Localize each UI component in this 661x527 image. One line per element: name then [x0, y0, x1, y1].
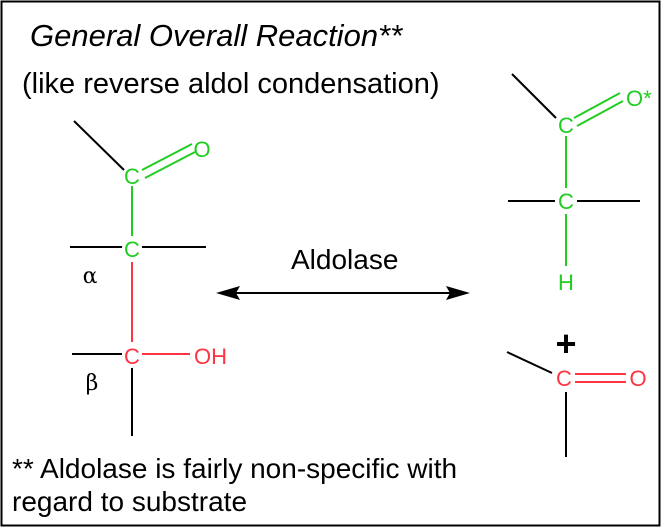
product-enol-molecule: C O* C H: [508, 73, 652, 295]
enzyme-label: Aldolase: [291, 244, 399, 275]
alpha-label: α: [83, 264, 98, 289]
product2-left-bond: [506, 351, 553, 374]
footnote-line-2: regard to substrate: [12, 486, 248, 517]
product-carbonyl-oxygen: O*: [626, 86, 652, 111]
diagram-subtitle: (like reverse aldol condensation): [22, 68, 440, 100]
product2-carbon: C: [556, 366, 572, 391]
product-carbonyl-molecule: C O: [506, 351, 647, 457]
reactant-alpha-carbon: C: [124, 237, 140, 262]
arrow-head-right: [446, 286, 470, 300]
arrow-head-left: [216, 286, 240, 300]
reactant-carbonyl-double-bond: [141, 143, 193, 171]
plus-sign: +: [555, 323, 576, 364]
beta-label: β: [86, 371, 99, 396]
reactant-hydroxyl: OH: [194, 344, 227, 369]
reversible-arrow: [216, 286, 470, 300]
product-carbonyl-double-bond-2: [576, 100, 624, 127]
reactant-carbonyl-carbon: C: [124, 164, 140, 189]
product2-oxygen: O: [629, 366, 646, 391]
product-alpha-carbon: C: [558, 189, 574, 214]
product-carbonyl-carbon: C: [558, 113, 574, 138]
reactant-molecule: C O C α C β OH: [70, 120, 227, 436]
reactant-carbonyl-oxygen: O: [193, 137, 210, 162]
product-carbonyl-double-bond: [573, 92, 621, 119]
reactant-carbonyl-double-bond-2: [144, 151, 196, 179]
footnote-line-1: ** Aldolase is fairly non-specific with: [12, 453, 458, 484]
diagram-title: General Overall Reaction**: [30, 18, 403, 53]
product-r-group-bond: [511, 73, 557, 119]
reactant-r-group-bond: [73, 120, 125, 171]
reactant-beta-carbon: C: [124, 344, 140, 369]
product-hydrogen: H: [558, 270, 574, 295]
